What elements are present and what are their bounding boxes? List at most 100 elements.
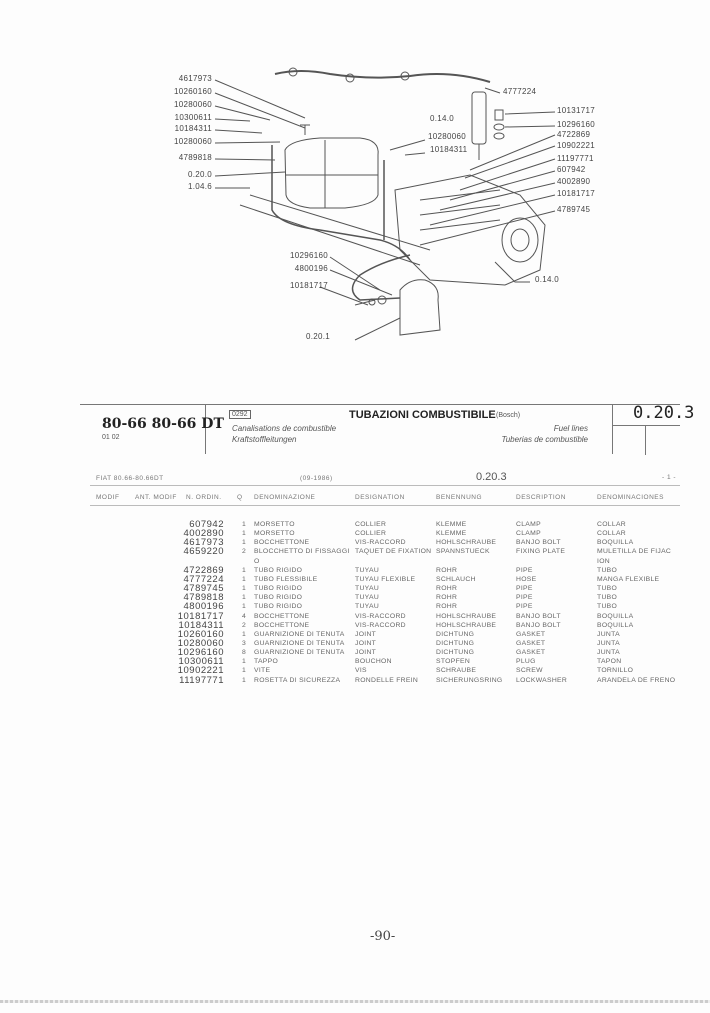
name-fr: VIS-RACCORD <box>355 539 406 547</box>
column-header: DESIGNATION <box>355 494 405 501</box>
name-de: SPANNSTUECK <box>436 548 490 556</box>
part-number: 11197771 <box>179 674 224 686</box>
quantity: 2 <box>242 621 247 629</box>
name-es: ION <box>597 557 610 565</box>
table-section: 0.20.3 <box>476 471 507 483</box>
divider <box>205 404 206 454</box>
section-code: 0.20.3 <box>633 403 695 423</box>
callout-label: 10131717 <box>557 106 595 115</box>
part-number: 4659220 <box>183 546 224 558</box>
part-number: 10181717 <box>177 610 224 622</box>
name-it: ROSETTA DI SICUREZZA <box>254 676 341 684</box>
column-header: BENENNUNG <box>436 494 483 501</box>
quantity: 1 <box>242 566 247 574</box>
column-header: DESCRIPTION <box>516 494 566 501</box>
name-es: BOQUILLA <box>597 612 634 620</box>
name-es: MANGA FLEXIBLE <box>597 575 660 583</box>
column-header: Q <box>237 494 243 501</box>
callout-label: 10280060 <box>174 100 212 109</box>
callout-label: 4002890 <box>557 177 591 186</box>
name-es: JUNTA <box>597 639 620 647</box>
divider <box>612 404 613 454</box>
model-variants: 01 02 <box>102 434 120 441</box>
divider <box>612 425 680 426</box>
name-de: DICHTUNG <box>436 630 475 638</box>
name-fr: RONDELLE FREIN <box>355 676 419 684</box>
name-it: TUBO RIGIDO <box>254 594 303 602</box>
name-it: GUARNIZIONE DI TENUTA <box>254 649 345 657</box>
name-fr: COLLIER <box>355 521 387 528</box>
name-en: BANJO BOLT <box>516 621 561 629</box>
part-number: 4002890 <box>183 528 224 540</box>
section-title-es: Tuberias de combustible <box>501 435 588 444</box>
name-de: SCHRAUBE <box>436 667 477 675</box>
callout-label: 10902221 <box>557 141 595 150</box>
name-es: COLLAR <box>597 521 626 528</box>
name-fr: TUYAU <box>355 566 380 574</box>
name-fr: TUYAU <box>355 594 380 602</box>
name-it: TUBO RIGIDO <box>254 603 303 611</box>
name-es: TUBO <box>597 585 618 593</box>
callout-label: 10260160 <box>174 87 212 96</box>
quantity: 1 <box>242 658 247 666</box>
name-en: LOCKWASHER <box>516 676 568 684</box>
quantity: 1 <box>242 530 247 538</box>
quantity: 4 <box>242 612 247 620</box>
name-de: ROHR <box>436 594 458 602</box>
name-es: BOQUILLA <box>597 539 634 547</box>
callout-label: 10296160 <box>290 251 328 260</box>
name-de: KLEMME <box>436 521 467 528</box>
quantity: 1 <box>242 630 247 638</box>
callout-label: 607942 <box>557 165 586 174</box>
callout-label: 0.20.0 <box>187 170 212 179</box>
name-en: PIPE <box>516 594 533 602</box>
name-fr: VIS-RACCORD <box>355 621 406 629</box>
column-header: MODIF <box>96 494 120 501</box>
callout-label: 4722869 <box>557 130 591 139</box>
name-es: TUBO <box>597 566 618 574</box>
name-en: PIPE <box>516 603 533 611</box>
name-fr: JOINT <box>355 649 377 657</box>
name-es: ARANDELA DE FRENO <box>597 676 676 684</box>
name-en: BANJO BOLT <box>516 539 561 547</box>
name-it: MORSETTO <box>254 521 295 528</box>
model-title: 80-66 80-66 DT <box>102 416 224 432</box>
name-de: DICHTUNG <box>436 649 475 657</box>
name-it: BOCCHETTONE <box>254 621 310 629</box>
callout-label: 4777224 <box>503 87 537 96</box>
quantity: 3 <box>242 639 247 647</box>
name-fr: VIS-RACCORD <box>355 612 406 620</box>
scan-edge <box>0 1000 710 1003</box>
quantity: 1 <box>242 594 247 602</box>
callout-label: 11197771 <box>557 154 594 163</box>
part-number: 4789745 <box>183 583 224 595</box>
quantity: 1 <box>242 603 247 611</box>
table-row: O ION <box>0 558 710 567</box>
name-it: BOCCHETTONE <box>254 539 310 547</box>
name-it: O <box>254 557 260 565</box>
part-number: 10296160 <box>177 647 224 659</box>
callout-label: 4789745 <box>557 205 591 214</box>
name-de: ROHR <box>436 566 458 574</box>
quantity: 1 <box>242 667 247 675</box>
name-fr: BOUCHON <box>355 658 392 666</box>
callout-label: 0.20.1 <box>306 332 331 341</box>
part-number: 4789818 <box>183 592 224 604</box>
callout-label: 10184311 <box>430 145 468 154</box>
group-code-box: 0292 <box>229 410 251 419</box>
name-fr: VIS <box>355 667 367 675</box>
name-it: BOCCHETTONE <box>254 612 310 620</box>
divider <box>90 505 680 506</box>
